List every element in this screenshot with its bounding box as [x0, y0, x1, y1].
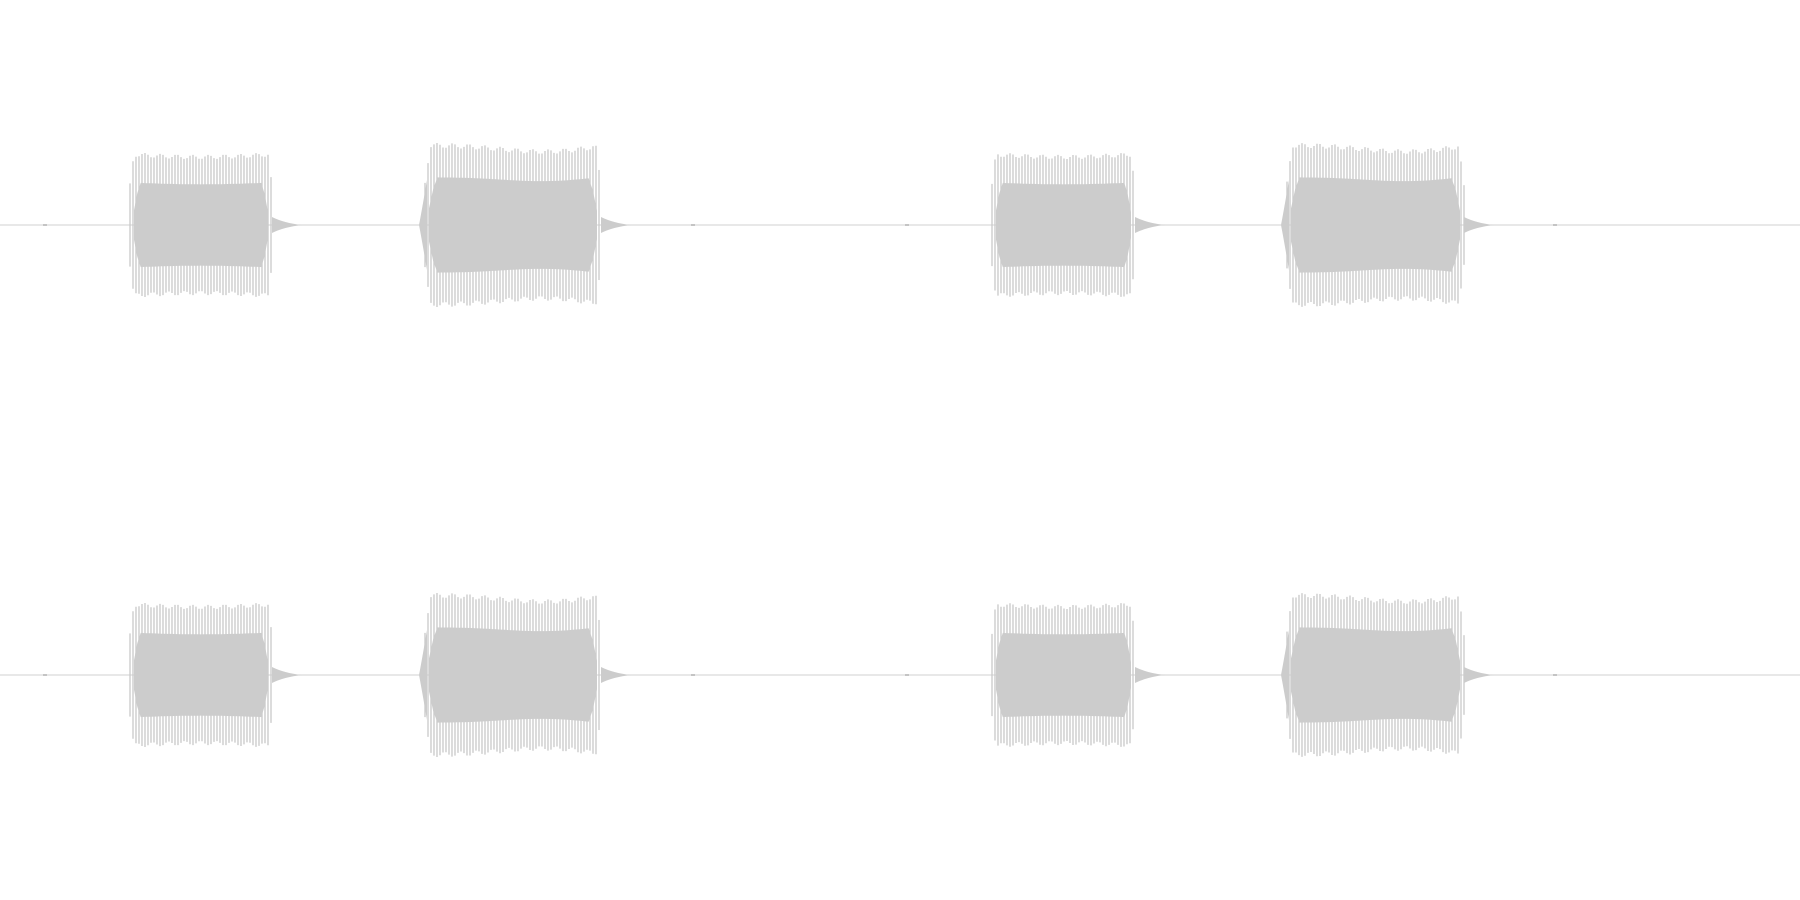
audio-burst [419, 143, 631, 307]
burst-release-tail [1464, 217, 1494, 233]
burst-attack-lead [1281, 180, 1289, 270]
burst-attack-lead [1281, 630, 1289, 720]
burst-release-tail [1464, 667, 1494, 683]
audio-burst [419, 593, 631, 757]
baseline-dot [905, 224, 909, 226]
baseline-dot [691, 674, 695, 676]
baseline-dot [43, 674, 47, 676]
baseline-dot [1553, 224, 1557, 226]
burst-body [429, 627, 597, 723]
burst-attack-lead [419, 180, 427, 270]
audio-burst [991, 153, 1165, 297]
channel-2-waveform [0, 593, 1800, 757]
audio-burst [1281, 593, 1494, 757]
burst-release-tail [1135, 667, 1165, 683]
baseline-dot [1553, 674, 1557, 676]
burst-attack-lead [419, 630, 427, 720]
baseline-dot [691, 224, 695, 226]
audio-burst [129, 603, 302, 747]
burst-release-tail [1135, 217, 1165, 233]
baseline-dot [43, 224, 47, 226]
burst-body [1291, 627, 1460, 723]
burst-release-tail [601, 667, 631, 683]
channel-1-waveform [0, 143, 1800, 307]
audio-burst [129, 153, 302, 297]
audio-burst [991, 603, 1165, 747]
burst-body [1291, 177, 1460, 273]
burst-release-tail [601, 217, 631, 233]
baseline-dot [905, 674, 909, 676]
burst-release-tail [272, 217, 302, 233]
burst-release-tail [272, 667, 302, 683]
audio-burst [1281, 143, 1494, 307]
burst-body [429, 177, 597, 273]
